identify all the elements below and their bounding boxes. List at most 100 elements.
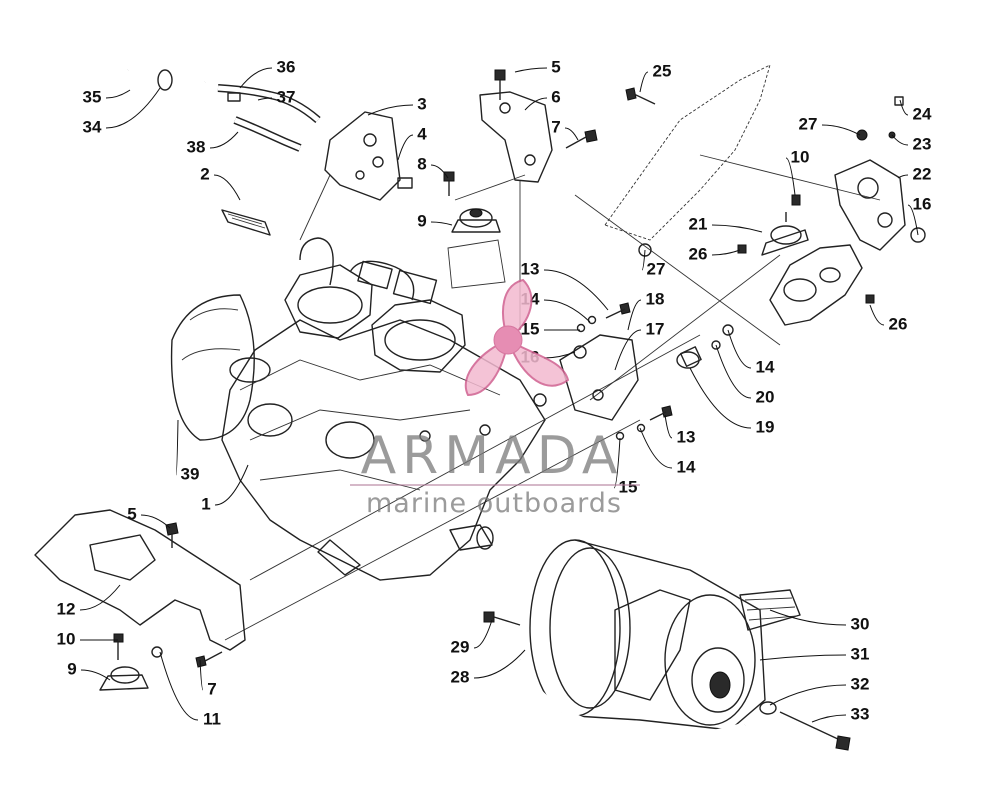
callout-label-c5a: 5 xyxy=(551,57,560,76)
leader-line-c34 xyxy=(105,87,161,129)
leader-line-c9b xyxy=(80,669,111,681)
leader-line-c7b xyxy=(199,659,204,691)
callout-label-c36: 36 xyxy=(277,57,296,76)
armada-watermark: ARMADA marine outboards xyxy=(350,278,640,519)
callout-label-c31: 31 xyxy=(851,644,870,663)
leader-line-c10a xyxy=(785,157,796,196)
callout-label-c21: 21 xyxy=(689,214,708,233)
leader-line-c11 xyxy=(159,651,199,721)
leader-line-c26a xyxy=(711,249,741,256)
leader-line-c22 xyxy=(897,174,909,179)
callout-label-c32: 32 xyxy=(851,674,870,693)
upper-engine-bracket xyxy=(479,69,598,183)
callout-label-c15b: 15 xyxy=(619,477,638,496)
leader-line-c26b xyxy=(869,304,885,326)
callout-label-c9a: 9 xyxy=(417,211,426,230)
callout-label-c10a: 10 xyxy=(791,147,810,166)
rubber-bumper xyxy=(676,324,734,369)
leader-line-c15b xyxy=(613,437,621,489)
leader-line-c38 xyxy=(209,131,239,149)
leader-line-c5b xyxy=(140,514,171,529)
leader-line-c20 xyxy=(715,344,752,399)
leader-line-c2 xyxy=(213,174,241,201)
callout-label-c5b: 5 xyxy=(127,504,136,523)
callout-leader-lines xyxy=(79,67,919,723)
callout-label-c6: 6 xyxy=(551,87,560,106)
leader-line-c31 xyxy=(759,654,847,661)
callout-label-c25: 25 xyxy=(653,61,672,80)
leader-line-c7a xyxy=(564,127,579,141)
leader-line-c4 xyxy=(397,134,414,161)
leader-line-c1 xyxy=(214,464,249,506)
callout-label-c37: 37 xyxy=(277,87,296,106)
callout-label-c13a: 13 xyxy=(521,259,540,278)
watermark-tagline: marine outboards xyxy=(366,488,622,519)
callout-label-c34: 34 xyxy=(83,117,102,136)
leader-line-c25 xyxy=(639,71,649,93)
callout-label-c38: 38 xyxy=(187,137,206,156)
leader-line-c8 xyxy=(430,164,449,179)
callout-label-c27a: 27 xyxy=(799,114,818,133)
bracket-upper-left xyxy=(324,111,413,201)
callout-label-c22: 22 xyxy=(913,164,932,183)
leader-line-c32 xyxy=(769,684,847,706)
callout-label-c20: 20 xyxy=(756,387,775,406)
hose-assembly xyxy=(127,64,321,152)
callout-label-c29: 29 xyxy=(451,637,470,656)
callout-label-c7a: 7 xyxy=(551,117,560,136)
callout-label-c8: 8 xyxy=(417,154,426,173)
callout-label-c12: 12 xyxy=(57,599,76,618)
callout-label-c33: 33 xyxy=(851,704,870,723)
leader-line-c14b xyxy=(727,329,752,369)
callout-label-c26b: 26 xyxy=(889,314,908,333)
leader-line-c12 xyxy=(79,584,121,611)
leader-line-c36 xyxy=(239,67,273,89)
callout-label-c26a: 26 xyxy=(689,244,708,263)
callout-label-c14b: 14 xyxy=(756,357,775,376)
recoil-housing xyxy=(170,294,255,441)
callout-label-c10b: 10 xyxy=(57,629,76,648)
leader-line-c13a xyxy=(543,269,609,311)
leader-line-c19 xyxy=(689,367,752,429)
leader-line-c23 xyxy=(891,134,909,146)
assembly-axis-lines xyxy=(224,154,881,641)
callout-label-c13b: 13 xyxy=(677,427,696,446)
engine-block xyxy=(221,237,547,581)
callout-label-c30: 30 xyxy=(851,614,870,633)
leader-line-c27a xyxy=(821,124,861,136)
armada-logo-mark xyxy=(464,278,570,397)
leader-line-c9a xyxy=(430,221,453,226)
leader-line-c29 xyxy=(473,619,493,649)
callout-label-c16a: 16 xyxy=(913,194,932,213)
watermark-brand: ARMADA xyxy=(361,426,624,486)
callout-label-c7b: 7 xyxy=(207,679,216,698)
leader-line-c28 xyxy=(473,649,526,679)
leader-line-c5a xyxy=(514,67,548,73)
callout-label-c27b: 27 xyxy=(647,259,666,278)
callout-labels: 3534363738342567892527242310221621262713… xyxy=(57,57,932,728)
callout-label-c17: 17 xyxy=(646,319,665,338)
callout-label-c28: 28 xyxy=(451,667,470,686)
callout-label-c14c: 14 xyxy=(677,457,696,476)
leader-line-c24 xyxy=(899,99,909,116)
leader-line-c39 xyxy=(175,419,179,476)
drive-clutch-assembly xyxy=(483,539,851,751)
leader-line-c37 xyxy=(257,97,273,101)
lower-engine-mount-plate xyxy=(34,509,246,691)
callout-label-c19: 19 xyxy=(756,417,775,436)
leader-line-c16a xyxy=(907,204,919,236)
callout-label-c35: 35 xyxy=(83,87,102,106)
callout-label-c1: 1 xyxy=(201,494,210,513)
callout-label-c3: 3 xyxy=(417,94,426,113)
callout-label-c23: 23 xyxy=(913,134,932,153)
callout-label-c2: 2 xyxy=(200,164,209,183)
leader-line-c35 xyxy=(105,89,131,99)
leader-line-c21 xyxy=(711,224,763,233)
leader-line-c14c xyxy=(639,427,673,469)
reed-plate xyxy=(221,209,271,236)
callout-label-c4: 4 xyxy=(417,124,427,143)
center-bracket xyxy=(559,302,673,441)
callout-label-c11: 11 xyxy=(203,709,221,728)
